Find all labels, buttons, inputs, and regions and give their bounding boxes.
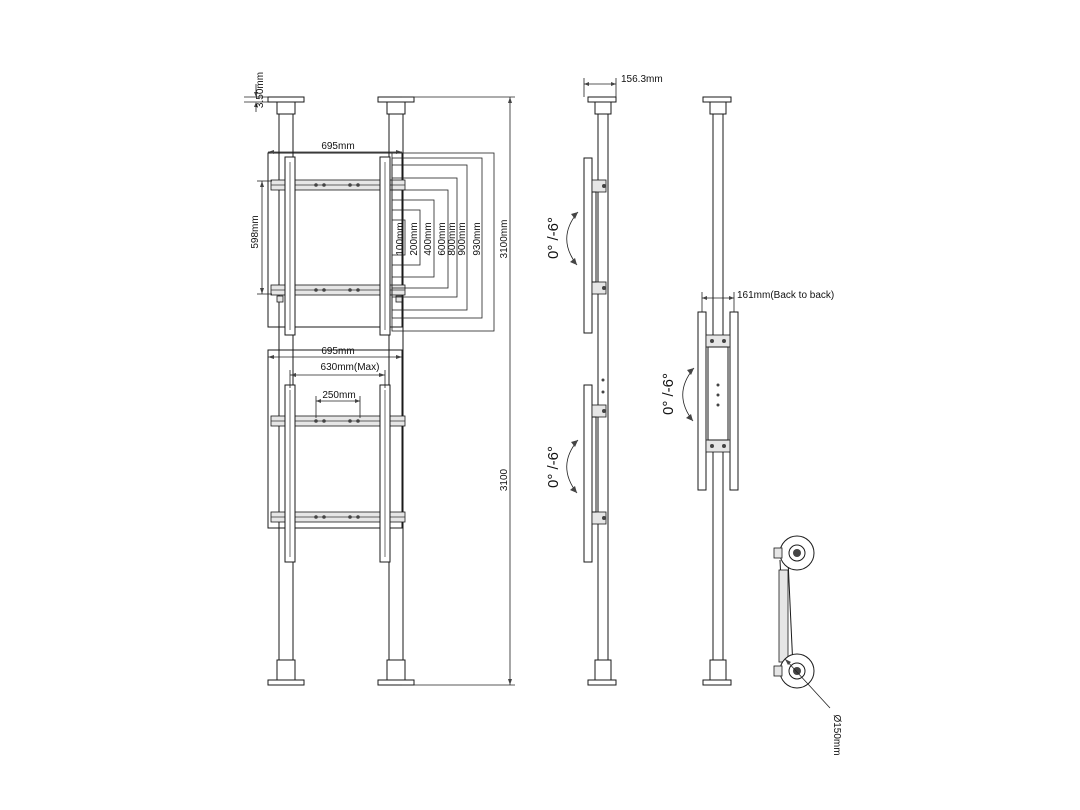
dim-back-to-back: 161mm(Back to back) <box>737 290 834 301</box>
dim-v900: 900mm <box>457 222 468 255</box>
top-plate-left <box>267 96 305 103</box>
dim-v600: 600mm <box>437 222 448 255</box>
dim-v930: 930mm <box>472 222 483 255</box>
dim-width-top: 695mm <box>321 141 354 152</box>
dim-total-height: 3100 <box>499 468 510 491</box>
top-collar-left <box>276 101 296 115</box>
top-collar-right <box>386 101 406 115</box>
dim-v100: 100mm <box>395 222 406 255</box>
back-to-back-view <box>682 96 739 686</box>
dim-side-depth: 156.3mm <box>621 74 663 85</box>
bottom-plate-right <box>377 679 415 686</box>
bottom-plate-left <box>267 679 305 686</box>
bottom-collar-left <box>276 659 296 681</box>
dim-hole-spacing: 250mm <box>322 390 355 401</box>
dim-height-left: 598mm <box>250 215 261 248</box>
tilt-back-to-back: 0° /-6° <box>660 373 677 415</box>
vesa-frames <box>391 152 495 332</box>
front-view <box>244 84 515 686</box>
dim-plate-gap: 3.50mm <box>255 72 266 108</box>
pole-right <box>388 113 404 661</box>
upper-mount <box>267 152 406 336</box>
side-view <box>566 78 617 686</box>
dim-diameter: Ø150mm <box>831 714 842 755</box>
dim-v200: 200mm <box>409 222 420 255</box>
dim-v400: 400mm <box>423 222 434 255</box>
bottom-collar-right <box>386 659 406 681</box>
dim-width-bottom: 695mm <box>321 346 354 357</box>
dim-v800: 800mm <box>447 222 458 255</box>
plate-detail <box>773 535 831 709</box>
tilt-lower: 0° /-6° <box>545 446 562 488</box>
top-plate-right <box>377 96 415 103</box>
dim-max-width: 630mm(Max) <box>321 362 380 373</box>
dim-v3100mm: 3100mm <box>499 220 510 259</box>
tilt-upper: 0° /-6° <box>545 217 562 259</box>
